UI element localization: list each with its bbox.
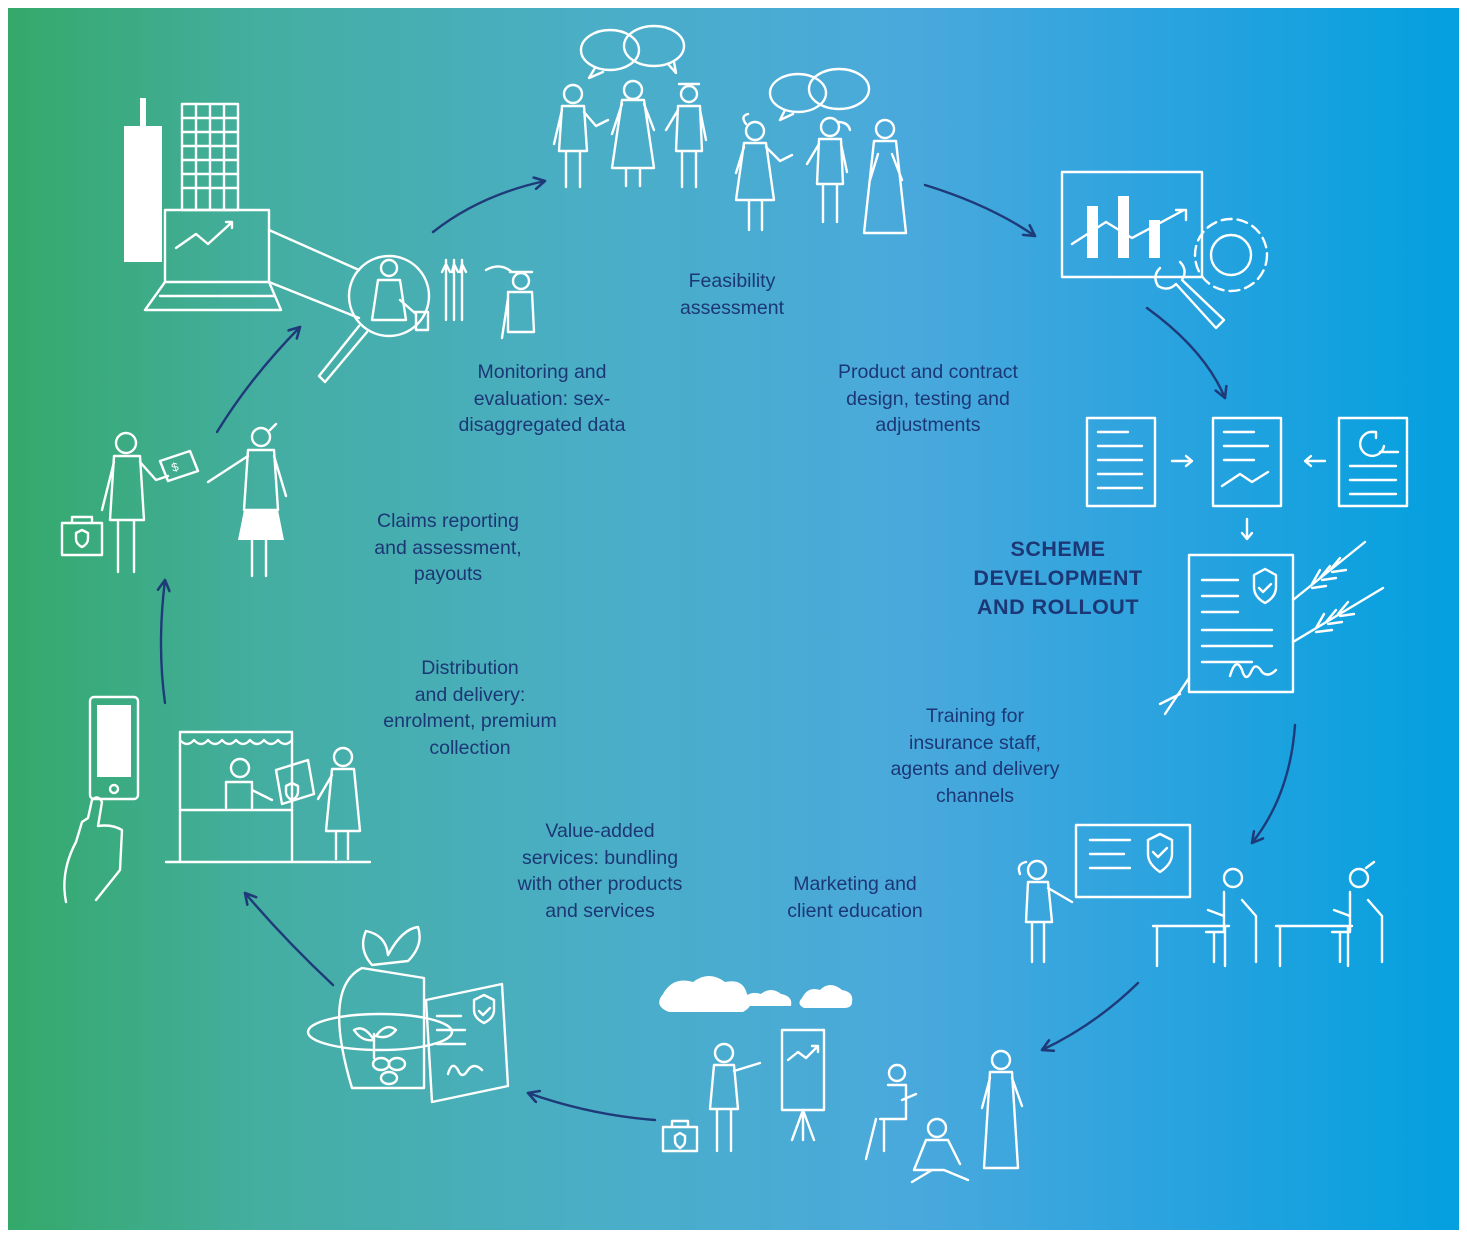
arrow-feasibility-to-product — [923, 183, 1035, 236]
arrow-training-to-marketing — [1042, 981, 1140, 1050]
step-product-design: Product and contract design, testing and… — [838, 361, 1018, 436]
payout-handover-icon: $ — [60, 422, 288, 578]
market-stall-mobile-icon — [63, 695, 372, 904]
arrow-product-to-documents — [1145, 306, 1225, 398]
contract-documents-icon — [1085, 416, 1409, 541]
step-training: Training for insurance staff, agents and… — [890, 705, 1060, 807]
arrow-claims-to-monitoring — [215, 327, 300, 434]
step-distribution: Distribution and delivery: enrolment, pr… — [383, 657, 557, 759]
arrow-value-to-distribution — [245, 893, 335, 987]
arrow-distribution-to-claims — [161, 580, 165, 705]
svg-text:$: $ — [170, 459, 181, 474]
step-marketing: Marketing and client education — [787, 873, 923, 922]
classroom-training-icon — [1017, 823, 1384, 968]
step-claims: Claims reporting and assessment, payouts — [374, 510, 522, 585]
data-magnifier-icon — [124, 98, 536, 384]
community-education-icon — [659, 976, 1024, 1184]
cycle-arrows — [161, 181, 1297, 1122]
arrow-marketing-to-value — [528, 1093, 657, 1122]
central-title: SCHEME DEVELOPMENT AND ROLLOUT — [973, 537, 1143, 619]
arrow-contract-to-training — [1252, 723, 1297, 843]
step-monitoring: Monitoring and evaluation: sex- disaggre… — [458, 361, 626, 436]
signed-insurance-contract-icon — [1158, 540, 1385, 716]
step-value-added: Value-added services: bundling with othe… — [517, 820, 683, 922]
people-discussion-icon — [552, 24, 908, 235]
diagram-background — [8, 8, 1459, 1230]
bundled-seed-bag-icon — [306, 925, 510, 1104]
chart-with-tools-icon — [1060, 170, 1269, 330]
step-feasibility: Feasibility assessment — [679, 270, 785, 319]
arrow-monitoring-to-feasibility — [431, 181, 545, 234]
